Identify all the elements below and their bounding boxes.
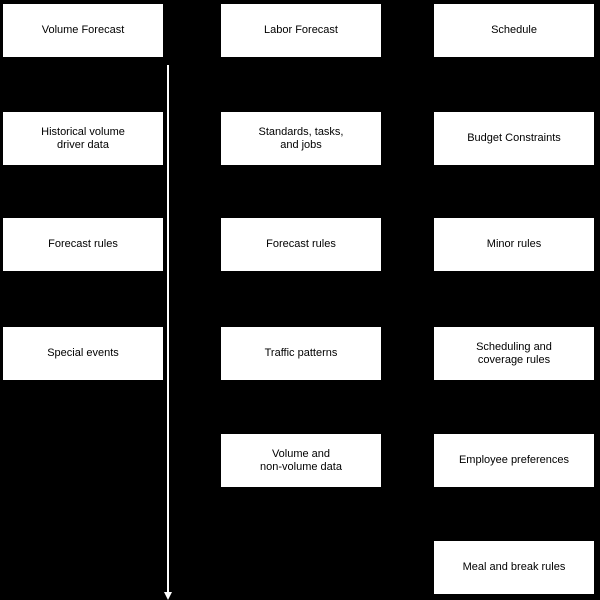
- down-arrow-icon: [164, 592, 172, 600]
- column-header-schedule: Schedule: [434, 4, 594, 57]
- box-scheduling-and-coverage-rules: Scheduling and coverage rules: [434, 327, 594, 380]
- box-traffic-patterns: Traffic patterns: [221, 327, 381, 380]
- box-historical-volume-driver-data: Historical volume driver data: [3, 112, 163, 165]
- box-minor-rules: Minor rules: [434, 218, 594, 271]
- box-forecast-rules-labor: Forecast rules: [221, 218, 381, 271]
- box-volume-and-non-volume-data: Volume and non-volume data: [221, 434, 381, 487]
- box-special-events: Special events: [3, 327, 163, 380]
- vertical-arrow-line: [167, 65, 169, 592]
- column-header-labor-forecast: Labor Forecast: [221, 4, 381, 57]
- box-forecast-rules-volume: Forecast rules: [3, 218, 163, 271]
- column-header-volume-forecast: Volume Forecast: [3, 4, 163, 57]
- box-budget-constraints: Budget Constraints: [434, 112, 594, 165]
- box-standards-tasks-and-jobs: Standards, tasks, and jobs: [221, 112, 381, 165]
- box-meal-and-break-rules: Meal and break rules: [434, 541, 594, 594]
- box-employee-preferences: Employee preferences: [434, 434, 594, 487]
